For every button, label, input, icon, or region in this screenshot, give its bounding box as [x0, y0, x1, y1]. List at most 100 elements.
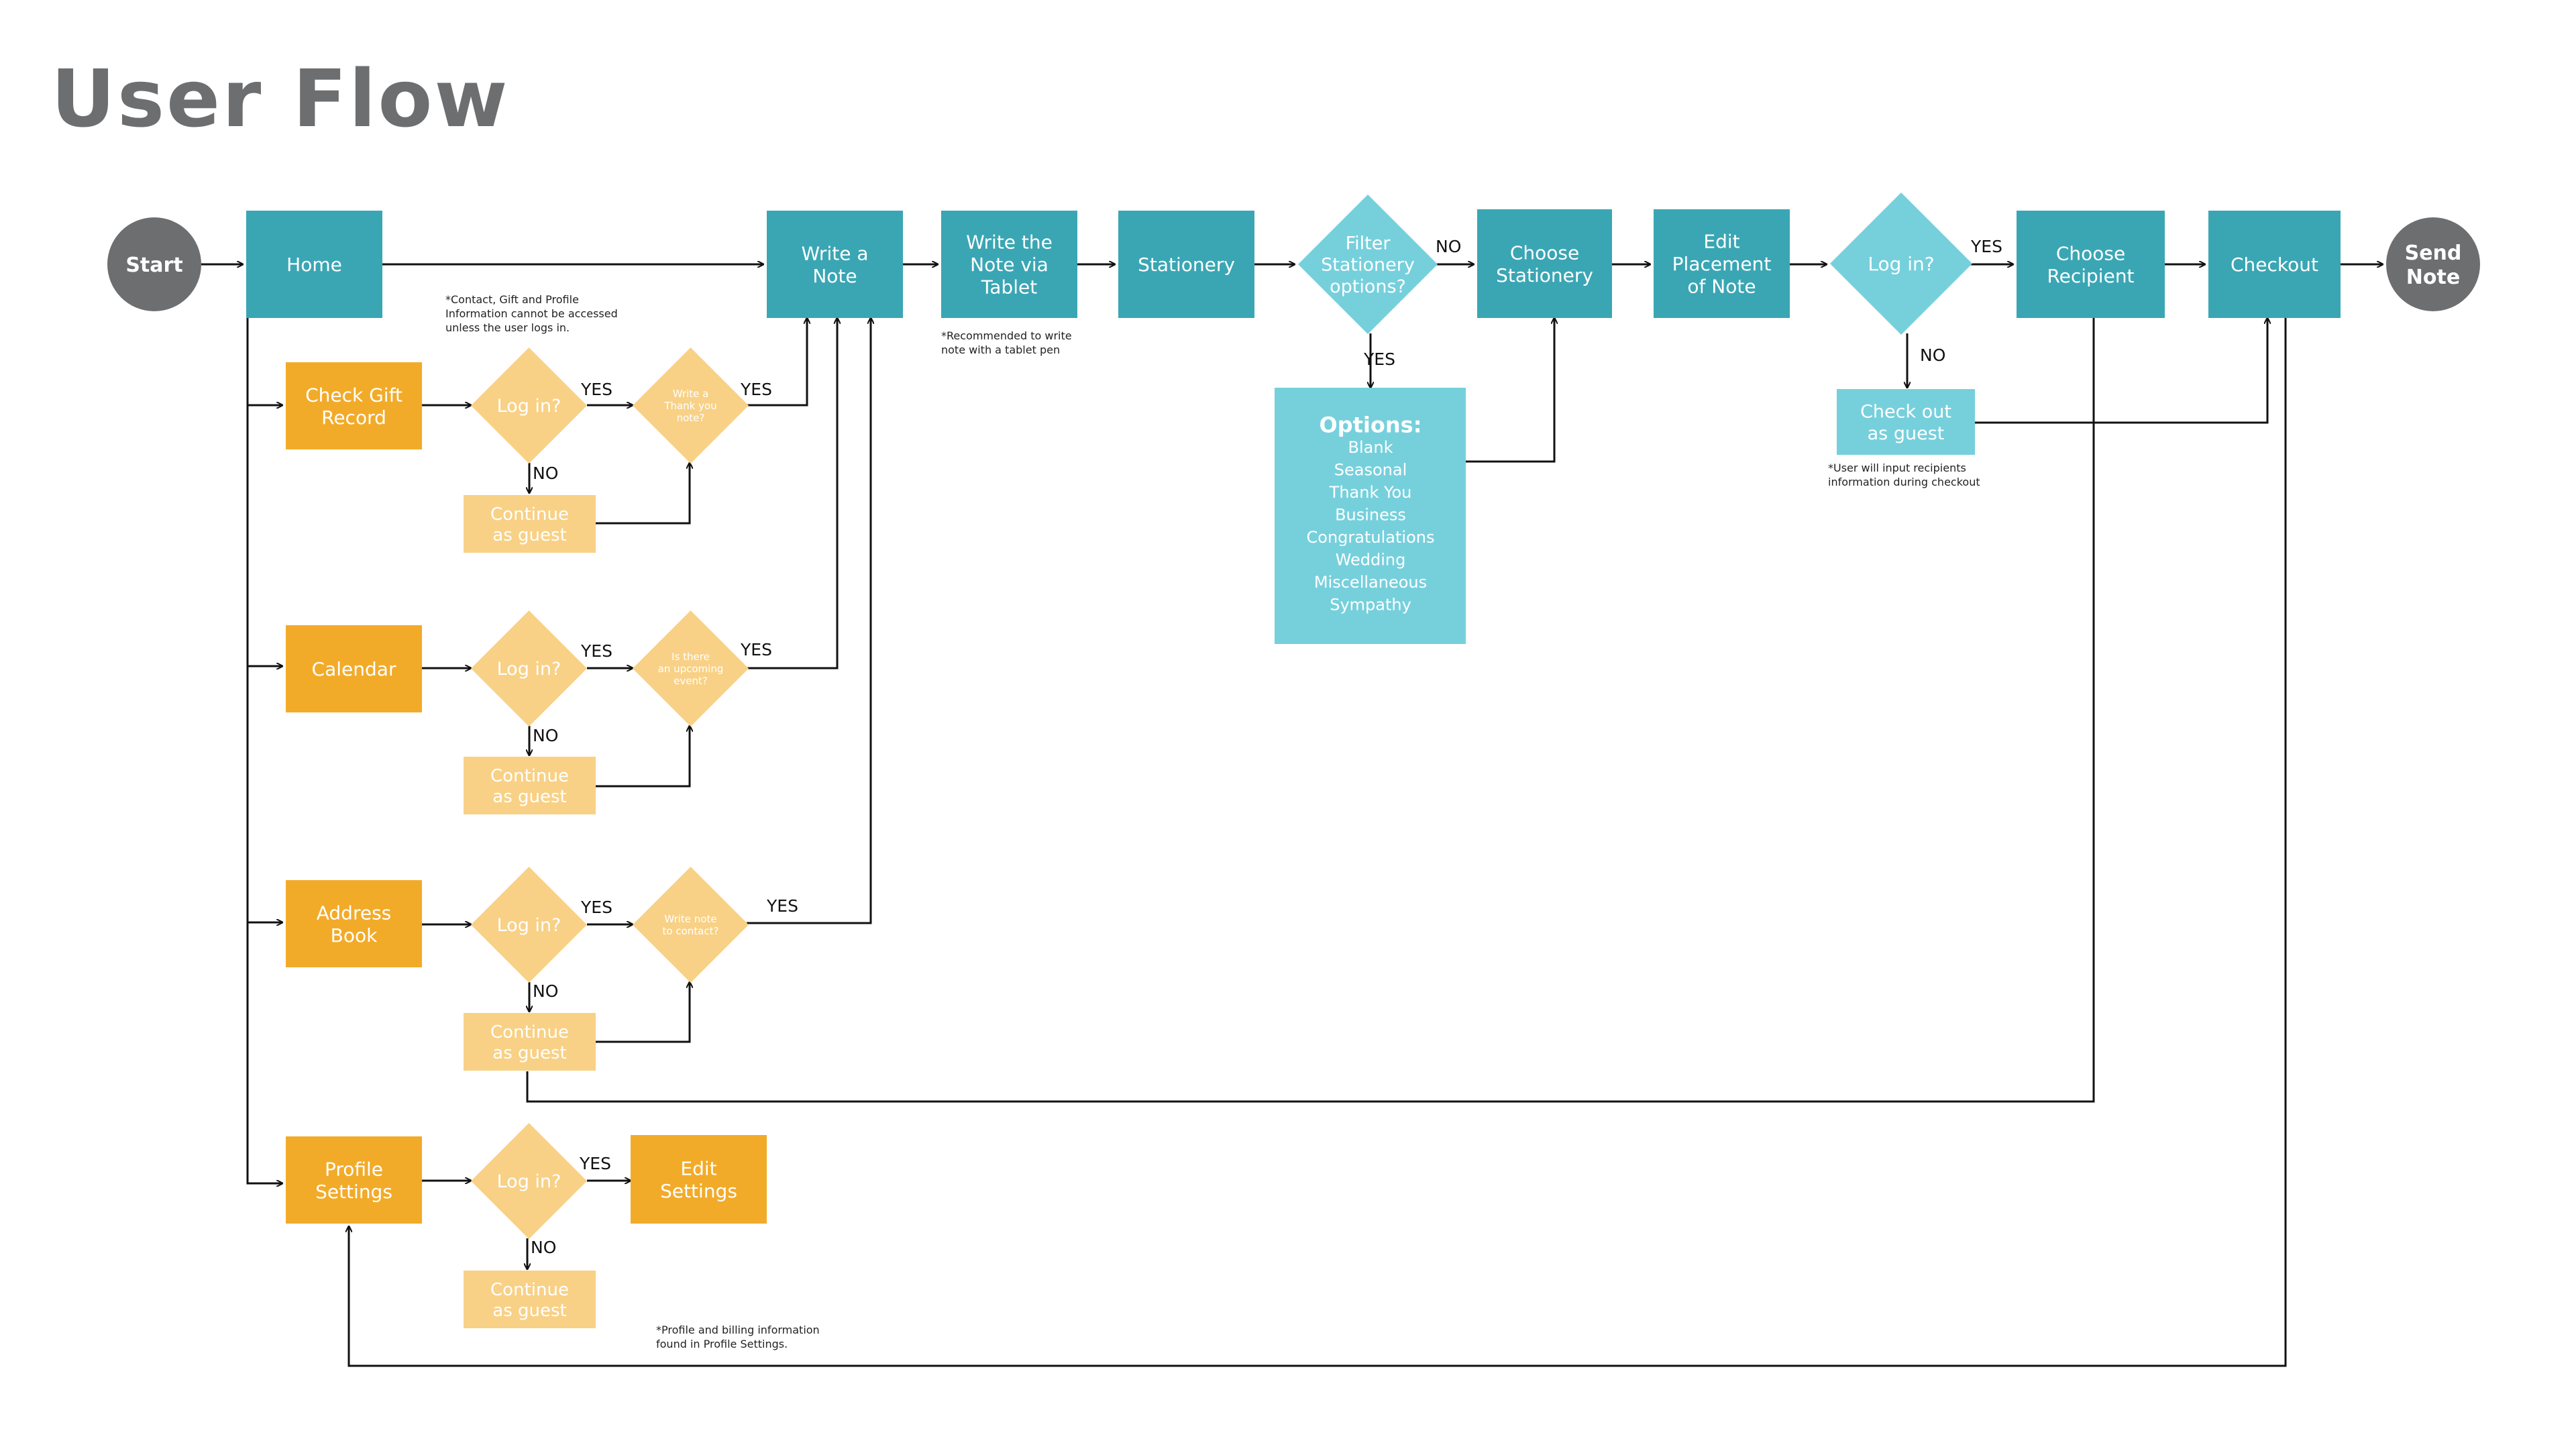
- connector-guest-checkout: [1975, 318, 2267, 424]
- node-calendar: Calendar: [286, 625, 422, 712]
- edge-label-no: NO: [531, 1238, 556, 1257]
- page-title: User Flow: [51, 52, 510, 145]
- node-login-3: Log in?: [471, 867, 587, 983]
- node-shape: [246, 211, 382, 318]
- edge-label-yes: YES: [580, 641, 612, 661]
- connector-thankyou-write-note: [747, 318, 807, 407]
- node-label: Log in?: [497, 396, 561, 417]
- edge-label-yes: YES: [1970, 237, 2002, 256]
- node-label: Log in?: [497, 915, 561, 936]
- node-shape: [767, 211, 903, 318]
- node-label: Start: [125, 254, 182, 277]
- connector-left-spine: [246, 318, 282, 1183]
- edge-label-no: NO: [533, 981, 558, 1001]
- node-label: Log in?: [497, 659, 561, 680]
- node-shape: [1830, 193, 1972, 335]
- node-label: Log in?: [1868, 253, 1934, 275]
- options-title: Options:: [1320, 413, 1422, 438]
- connector-upcoming-write-note: [747, 318, 837, 669]
- edge-label-no: NO: [1436, 237, 1461, 256]
- edge-label-yes: YES: [580, 380, 612, 399]
- node-shape: [464, 1013, 596, 1071]
- node-shape: [464, 495, 596, 553]
- node-stationery: Stationery: [1118, 211, 1254, 318]
- node-home: Home: [246, 211, 382, 318]
- node-label: Stationery: [1138, 254, 1235, 276]
- connector-guest3-contact: [596, 982, 690, 1043]
- node-shape: [2208, 211, 2341, 318]
- node-login-top: Log in?: [1830, 193, 1972, 335]
- node-shape: [286, 880, 422, 967]
- edge-label-yes: YES: [766, 896, 798, 916]
- node-shape: [633, 347, 749, 464]
- node-shape: [471, 347, 587, 464]
- node-shape: [633, 867, 749, 983]
- node-shape: [633, 610, 749, 727]
- node-login-4: Log in?: [471, 1123, 587, 1239]
- node-shape: [941, 211, 1077, 318]
- connectors: [201, 264, 2383, 1367]
- edge-label-yes: YES: [740, 640, 772, 659]
- node-shape: [2017, 211, 2165, 318]
- edge-label-no: NO: [1920, 345, 1945, 365]
- node-label: Checkout: [2231, 254, 2318, 276]
- connector-guest3-recipient: [526, 318, 2095, 1103]
- node-shape: [1477, 209, 1612, 318]
- node-shape: [2386, 217, 2480, 311]
- edge-label-no: NO: [533, 726, 558, 745]
- connector-checkout-profile: [349, 318, 2287, 1367]
- node-shape: [107, 217, 201, 311]
- edge-label-yes: YES: [740, 380, 772, 399]
- node-shape: [1275, 388, 1466, 644]
- node-shape: [471, 610, 587, 727]
- node-login-2: Log in?: [471, 610, 587, 727]
- node-label: Log in?: [497, 1171, 561, 1192]
- edge-label-yes: YES: [580, 898, 612, 917]
- connector-guest1-thankyou: [596, 463, 690, 525]
- node-shape: [464, 1271, 596, 1328]
- node-shape: [471, 1123, 587, 1239]
- node-shape: [464, 757, 596, 814]
- connector-guest2-upcoming: [596, 726, 690, 788]
- node-shape: [1118, 211, 1254, 318]
